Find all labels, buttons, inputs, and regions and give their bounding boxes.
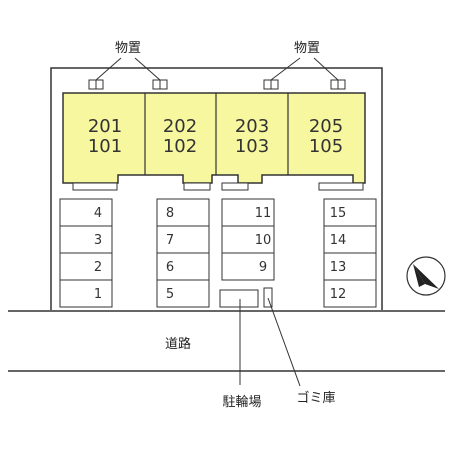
parking-space-number: 10	[255, 233, 272, 248]
parking-column-3: 11 10 9	[221, 198, 275, 281]
parking-space-number: 11	[255, 206, 272, 221]
garbage-shed-area	[263, 287, 273, 308]
parking-space-number: 6	[166, 260, 174, 275]
parking-space-number: 5	[166, 287, 174, 302]
unit-bottom-number: 105	[309, 136, 343, 157]
unit-top-number: 201	[88, 116, 122, 137]
storage-box	[88, 79, 104, 90]
parking-column-2: 8 7 6 5	[156, 198, 210, 308]
storage-box	[152, 79, 168, 90]
parking-column-1: 4 3 2 1	[59, 198, 113, 308]
garbage-shed-label: ゴミ庫	[296, 390, 335, 406]
parking-space-number: 4	[94, 206, 102, 221]
storage-label-left: 物置	[115, 41, 141, 56]
unit-bottom-number: 102	[163, 136, 197, 157]
unit-top-number: 203	[235, 116, 269, 137]
parking-space-number: 3	[94, 233, 102, 248]
parking-space-number: 2	[94, 260, 102, 275]
parking-space-number: 14	[330, 233, 347, 248]
entrance-step	[221, 182, 249, 191]
leader-line	[270, 57, 301, 81]
leader-line	[134, 57, 161, 81]
entrance-step	[318, 182, 364, 191]
parking-space-number: 13	[330, 260, 347, 275]
parking-space-number: 9	[259, 260, 267, 275]
road-label: 道路	[165, 336, 191, 352]
parking-space-number: 8	[166, 206, 174, 221]
storage-box	[330, 79, 346, 90]
unit-bottom-number: 103	[235, 136, 269, 157]
entrance-step	[183, 182, 211, 191]
bicycle-parking-label: 駐輪場	[222, 394, 261, 410]
storage-label-right: 物置	[294, 41, 320, 56]
bicycle-parking-area	[219, 289, 259, 308]
parking-space-number: 12	[330, 287, 347, 302]
storage-box	[263, 79, 279, 90]
parking-column-4: 15 14 13 12	[323, 198, 377, 308]
leader-line	[95, 57, 122, 81]
leader-line	[313, 57, 339, 81]
unit-top-number: 202	[163, 116, 197, 137]
unit-top-number: 205	[309, 116, 343, 137]
unit-bottom-number: 101	[88, 136, 122, 157]
leader-line	[267, 297, 301, 387]
north-arrow-icon	[406, 256, 446, 296]
entrance-step	[72, 182, 118, 191]
property-boundary	[50, 67, 383, 310]
parking-space-number: 7	[166, 233, 174, 248]
parking-space-number: 1	[94, 287, 102, 302]
parking-space-number: 15	[330, 206, 347, 221]
